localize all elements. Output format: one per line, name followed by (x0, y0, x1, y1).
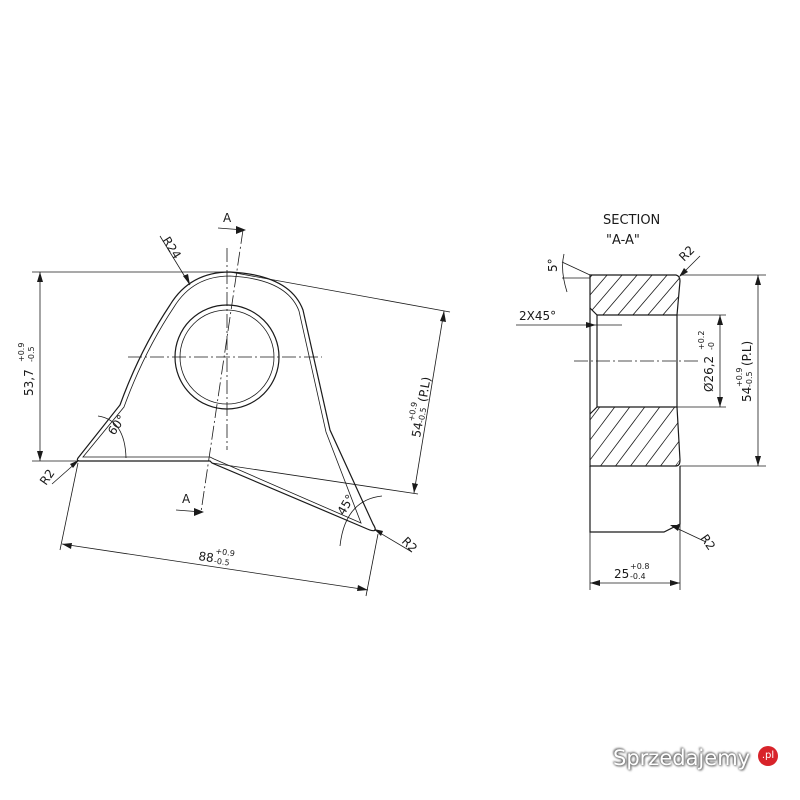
part-outline-inner (82, 275, 362, 524)
slant-ext-top (229, 271, 451, 313)
section-height-arrow-top (755, 275, 761, 285)
section-height-arrow-bottom (755, 456, 761, 466)
slant-dim-main: 54 (409, 421, 425, 438)
part-outline (76, 271, 376, 532)
bore-dim-main: Ø26,2 (702, 356, 716, 392)
height-dim-text: 53,7 +0.9 -0.5 (17, 343, 36, 396)
width-dim-upper: +0.8 (630, 562, 649, 571)
radius-arrow-left (70, 460, 79, 468)
radius-arrow-section-bottom (670, 525, 680, 531)
height-dim-main: 53,7 (22, 369, 36, 396)
angle-label-right: 45° (334, 492, 357, 517)
length-dim-line (61, 543, 369, 591)
width-dim-lower: -0.4 (630, 572, 646, 581)
radius-arrow-top (183, 274, 190, 285)
section-subtitle: "A-A" (606, 233, 640, 248)
length-arrow-left (62, 543, 72, 549)
cut-label-top: A (223, 211, 232, 225)
section-view: SECTION "A-A" (516, 213, 766, 590)
bore-arrow-bottom (717, 397, 723, 407)
cut-line (200, 229, 244, 513)
length-ext-left (59, 462, 79, 551)
cut-arrow-bottom (194, 508, 204, 516)
height-dim-upper: +0.9 (17, 343, 26, 362)
cut-label-bottom: A (182, 492, 191, 506)
slant-arrow-bottom (412, 483, 418, 493)
radius-label-section-bottom: R2 (698, 532, 719, 553)
width-dim-main: 25 (614, 567, 629, 581)
angle-label-left: 60° (105, 412, 129, 437)
watermark-text: Sprzedajemy (613, 746, 751, 770)
section-height-dim-lower: -0.5 (745, 371, 754, 387)
bore-arrow-top (717, 315, 723, 325)
section-title: SECTION (603, 213, 660, 228)
bore-dim-text: Ø26,2 +0.2 -0 (697, 331, 716, 392)
slant-dim-upper: +0.9 (407, 401, 419, 422)
angle-arc-section (562, 253, 568, 293)
chamfer-line-bottom (589, 406, 598, 415)
side-view: A A R24 R2 R2 60° 45° 53,7 +0.9 -0.5 (17, 211, 451, 597)
slant-arrow-top (440, 311, 446, 322)
cut-arrow-top (236, 226, 246, 234)
chamfer-arrow (586, 322, 596, 328)
radius-label-section-top: R2 (676, 243, 697, 264)
height-arrow-bottom (37, 451, 43, 461)
section-hatch-top (590, 275, 680, 315)
length-dim-main: 88 (198, 549, 215, 565)
radius-label-left: R2 (37, 467, 58, 488)
chamfer-label: 2X45° (519, 309, 556, 323)
chamfer-line-top (589, 307, 598, 316)
section-height-dim-text: 54 +0.9 -0.5 (P.L) (735, 341, 754, 402)
length-dim-upper: +0.9 (215, 547, 236, 559)
slant-dim-lower: -0.5 (417, 407, 429, 424)
height-arrow-top (37, 272, 43, 282)
slant-ext-bottom (211, 462, 419, 495)
angle-arc-right (339, 495, 383, 547)
width-arrow-left (590, 580, 600, 586)
section-height-dim-main: 54 (740, 387, 754, 402)
radius-label-right: R2 (399, 534, 420, 555)
width-arrow-right (670, 580, 680, 586)
bore-dim-lower: -0 (707, 342, 716, 350)
angle-ref-line (561, 261, 591, 276)
section-lower-profile (589, 466, 681, 533)
radius-label-top: R24 (159, 234, 183, 261)
section-height-dim-upper: +0.9 (735, 368, 744, 387)
slant-dim-suffix: (P.L) (415, 376, 433, 403)
slant-dim-line (413, 310, 445, 494)
watermark: Sprzedajemy .pl (613, 742, 783, 782)
slant-dim-text: 54 +0.9 -0.5 (P.L) (407, 376, 434, 439)
angle-arc-left (97, 415, 127, 459)
length-ext-right (365, 533, 379, 597)
width-dim-text: 25 +0.8 -0.4 (614, 562, 649, 581)
length-dim-lower: -0.5 (213, 556, 230, 567)
section-height-dim-suffix: (P.L) (740, 341, 754, 366)
angle-label-section: 5° (546, 258, 560, 272)
watermark-badge: .pl (758, 746, 778, 766)
height-dim-lower: -0.5 (27, 346, 36, 362)
section-hatch-bottom (590, 407, 680, 466)
length-dim-text: 88 +0.9 -0.5 (198, 547, 236, 568)
bore-dim-upper: +0.2 (697, 331, 706, 350)
length-arrow-right (357, 585, 368, 591)
radius-arrow-right (374, 529, 383, 536)
